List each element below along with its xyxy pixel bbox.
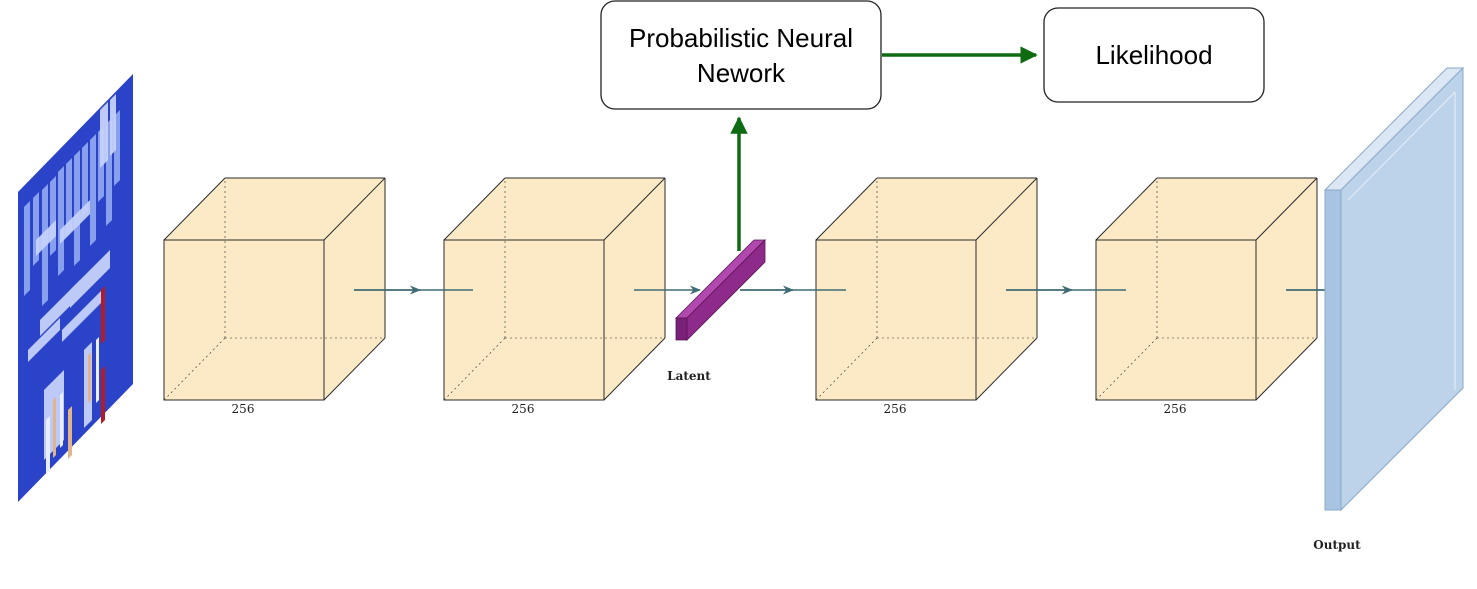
green-arrows: [730, 46, 1038, 251]
input-heatmap-image: [18, 74, 133, 502]
likelihood-label: Likelihood: [1095, 40, 1212, 70]
output-label: Output: [1313, 538, 1361, 552]
pnn-label-line2: Nework: [697, 58, 786, 88]
output-slab: [1323, 66, 1465, 512]
likelihood-box: Likelihood: [1043, 7, 1265, 103]
block-label-3: 256: [884, 402, 907, 416]
decoder-block-1: [815, 177, 1038, 401]
latent-vector: [675, 239, 766, 341]
latent-label: Latent: [667, 369, 711, 383]
block-label-4: 256: [1164, 402, 1187, 416]
decoder-block-2: [1095, 177, 1318, 401]
encoder-block-1: [163, 177, 386, 401]
probabilistic-neural-network-box: Probabilistic Neural Nework: [600, 0, 882, 110]
pnn-label-line1: Probabilistic Neural: [629, 23, 853, 53]
block-label-2: 256: [512, 402, 535, 416]
block-label-1: 256: [232, 402, 255, 416]
encoder-block-2: [443, 177, 666, 401]
